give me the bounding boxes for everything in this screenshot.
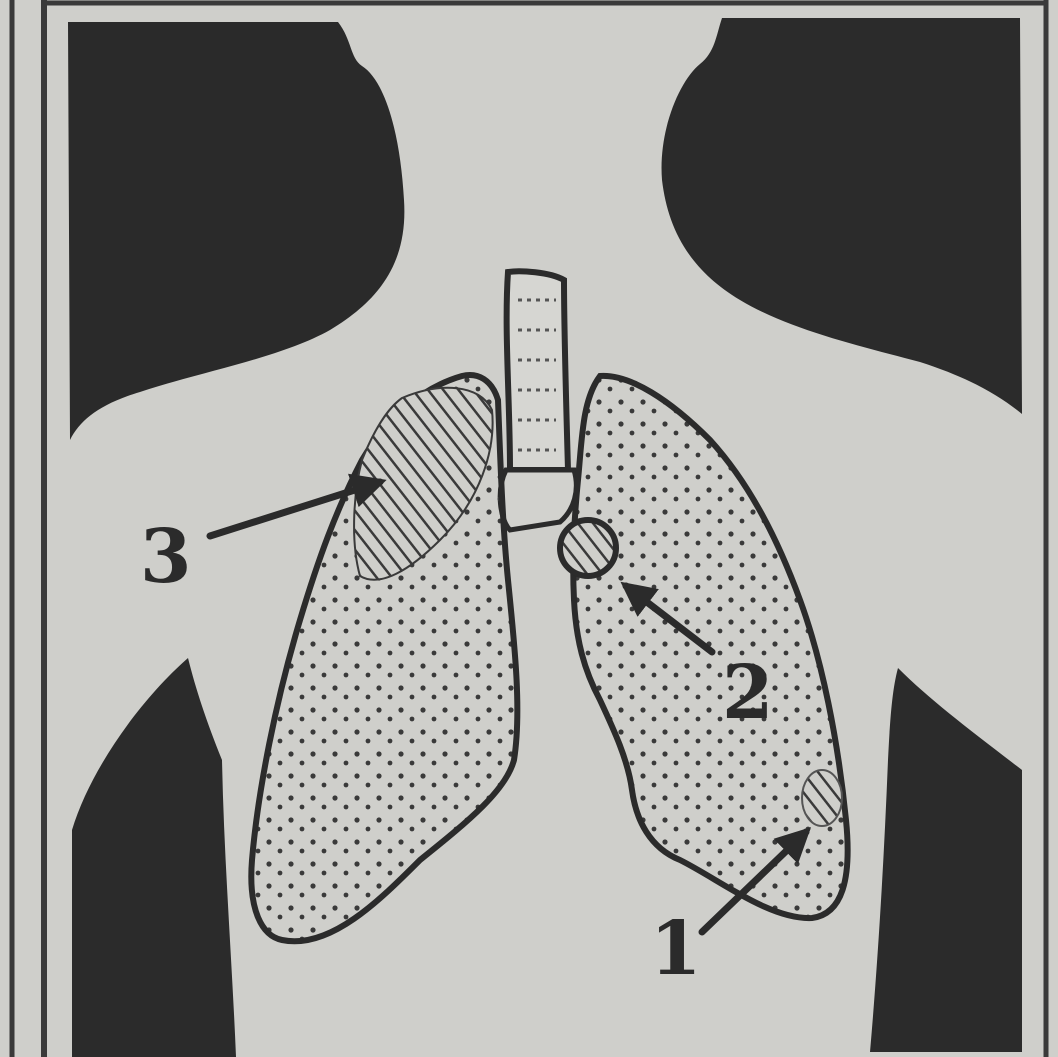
label-2: 2 <box>722 650 774 736</box>
label-3: 3 <box>140 514 192 600</box>
trachea <box>500 271 576 530</box>
lesion-hilar-node <box>560 520 616 576</box>
lesion-lower-spot <box>802 770 842 826</box>
label-1: 1 <box>650 906 702 992</box>
